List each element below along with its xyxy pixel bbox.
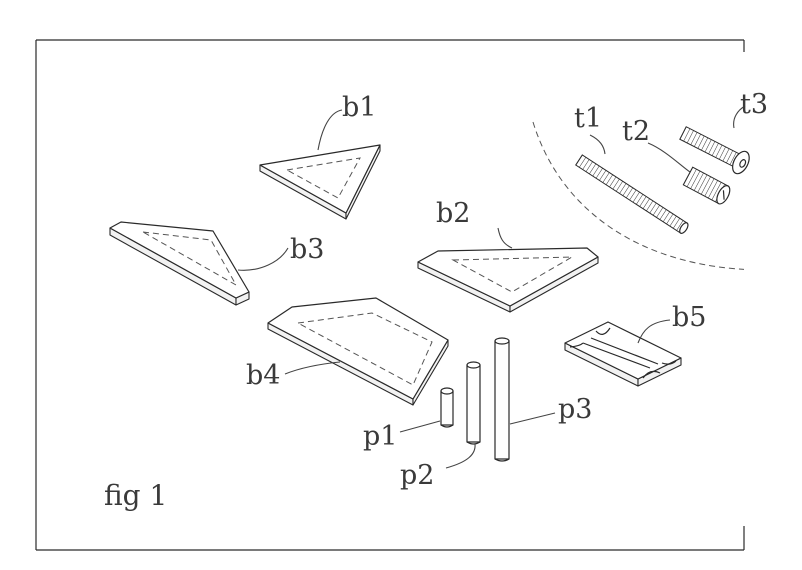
leader-p3: [509, 412, 556, 425]
leader-b3: [237, 247, 289, 271]
screw-t2: [682, 166, 731, 205]
leader-t3: [733, 105, 746, 129]
leader-b5: [637, 319, 671, 344]
label-t3: t3: [740, 89, 768, 120]
leader-t2: [647, 142, 691, 173]
label-p1: p1: [363, 421, 397, 452]
leader-p1: [399, 420, 441, 433]
board-b1: [259, 144, 381, 220]
post-p3: [494, 337, 510, 462]
label-p2: p2: [400, 460, 434, 491]
label-b1: b1: [342, 92, 376, 123]
label-t2: t2: [622, 116, 650, 147]
screw-t3: [679, 126, 750, 175]
figure-label: fig 1: [104, 479, 167, 512]
label-b3: b3: [290, 234, 324, 265]
label-b2: b2: [436, 198, 470, 229]
post-p2: [466, 361, 481, 445]
leader-t1: [589, 134, 606, 155]
board-b4: [267, 297, 449, 406]
label-t1: t1: [574, 103, 602, 134]
board-b3: [109, 221, 250, 306]
screw-t1: [575, 154, 689, 234]
label-b4: b4: [246, 360, 280, 391]
post-p1: [440, 387, 454, 428]
leader-b1: [317, 109, 343, 151]
frame: [35, 39, 745, 551]
screw-group-arc: [532, 121, 744, 270]
leader-b4: [284, 361, 341, 375]
board-b2: [417, 247, 599, 313]
leader-b2: [497, 227, 513, 249]
label-p3: p3: [558, 394, 592, 425]
label-b5: b5: [672, 302, 706, 333]
leader-p2: [445, 443, 476, 469]
board-b5: [564, 321, 682, 387]
